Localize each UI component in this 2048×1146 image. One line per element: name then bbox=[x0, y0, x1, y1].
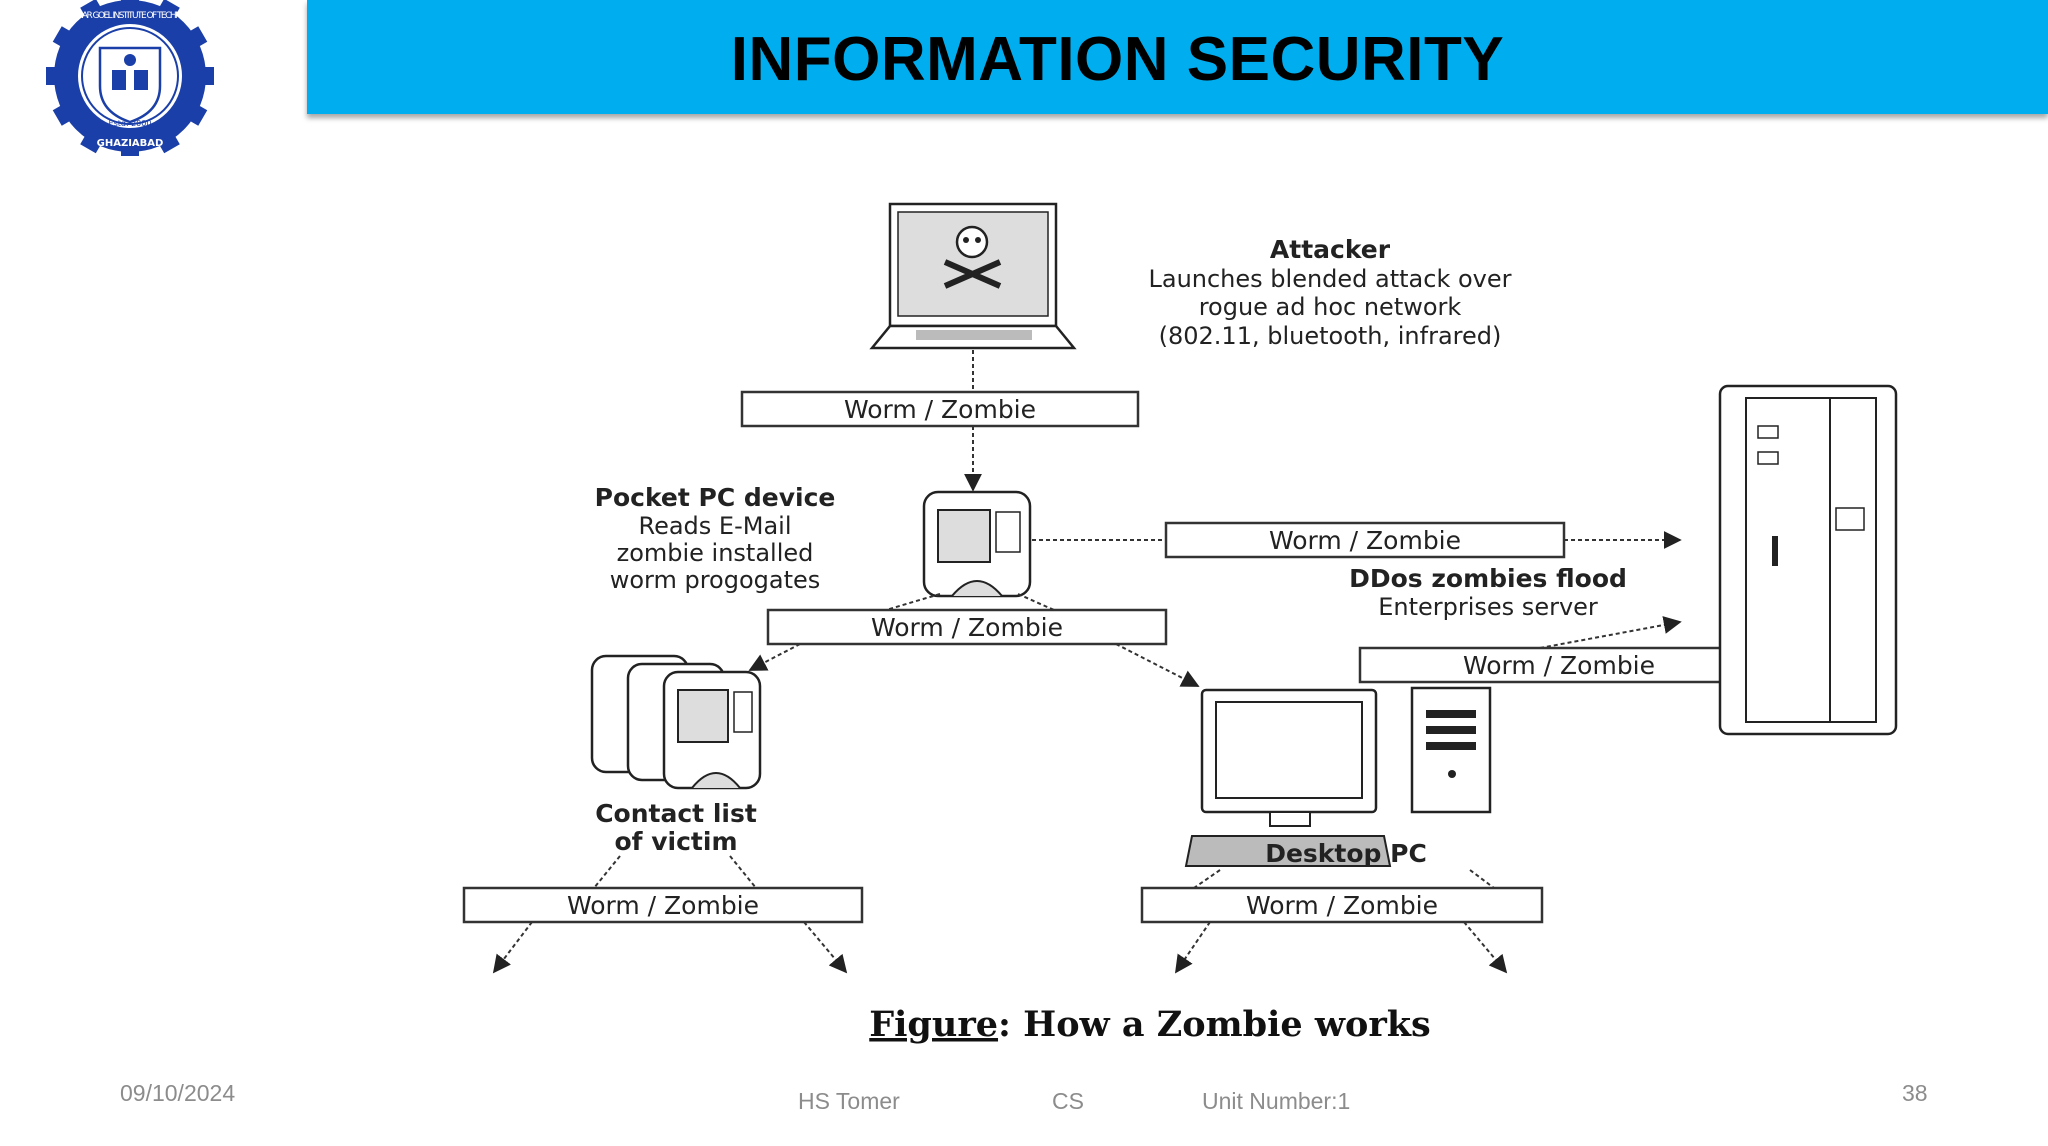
worm-zombie-label-3: Worm / Zombie bbox=[871, 613, 1063, 642]
figure-caption-prefix: Figure bbox=[869, 1004, 998, 1045]
footer-date: 09/10/2024 bbox=[120, 1080, 236, 1106]
attacker-desc-line-2: rogue ad hoc network bbox=[1199, 293, 1462, 321]
pocket-pc-line-4: worm progogates bbox=[610, 566, 821, 594]
enterprise-server-icon bbox=[1718, 384, 1898, 736]
footer-unit: Unit Number:1 bbox=[1202, 1088, 1351, 1114]
worm-zombie-box-1 bbox=[740, 390, 1140, 428]
worm-zombie-label-6: Worm / Zombie bbox=[1246, 891, 1438, 920]
worm-zombie-box-5 bbox=[462, 886, 864, 924]
institute-logo: RAJ KUMAR GOEL INSTITUTE OF TECHNOLOGY E… bbox=[46, 0, 214, 156]
footer-author: HS Tomer bbox=[798, 1088, 900, 1114]
pocket-pc-title: Pocket PC device bbox=[595, 483, 836, 512]
pocket-pc-icon bbox=[922, 490, 1032, 598]
title-banner: INFORMATION SECURITY bbox=[307, 0, 2048, 114]
pocket-pc-line-2: Reads E-Mail bbox=[638, 512, 791, 540]
attacker-desc-line-3: (802.11, bluetooth, infrared) bbox=[1159, 322, 1502, 350]
logo-city: GHAZIABAD bbox=[97, 138, 164, 149]
worm-zombie-label-4: Worm / Zombie bbox=[1463, 651, 1655, 680]
footer-subject: CS bbox=[1052, 1088, 1084, 1114]
logo-estd: Estd. 2000 bbox=[109, 119, 152, 128]
worm-zombie-box-2 bbox=[1164, 521, 1566, 559]
worm-zombie-box-4 bbox=[1358, 646, 1760, 684]
desktop-pc-icon bbox=[1184, 686, 1492, 867]
contact-list-devices-icon bbox=[590, 654, 762, 790]
contact-list-line-2: of victim bbox=[614, 827, 737, 856]
attacker-title: Attacker bbox=[1270, 235, 1391, 264]
page-title: INFORMATION SECURITY bbox=[730, 25, 1505, 94]
worm-zombie-box-6 bbox=[1140, 886, 1544, 924]
logo-text: RAJ KUMAR GOEL INSTITUTE OF TECHNOLOGY bbox=[55, 11, 205, 21]
footer-page-number: 38 bbox=[1902, 1080, 1928, 1106]
attacker-laptop-icon bbox=[869, 202, 1077, 350]
worm-zombie-label-1: Worm / Zombie bbox=[844, 395, 1036, 424]
ddos-line-2: Enterprises server bbox=[1378, 593, 1598, 621]
contact-list-title: Contact list bbox=[595, 799, 757, 828]
worm-zombie-label-5: Worm / Zombie bbox=[567, 891, 759, 920]
attacker-desc-line-1: Launches blended attack over bbox=[1148, 265, 1511, 293]
ddos-title: DDos zombies flood bbox=[1349, 564, 1627, 593]
figure-caption: Figure: How a Zombie works bbox=[869, 1004, 1431, 1045]
worm-zombie-label-2: Worm / Zombie bbox=[1269, 526, 1461, 555]
figure-caption-rest: : How a Zombie works bbox=[998, 1004, 1431, 1045]
pocket-pc-line-3: zombie installed bbox=[617, 539, 814, 567]
desktop-pc-label: Desktop PC bbox=[1265, 839, 1427, 868]
worm-zombie-box-3 bbox=[766, 608, 1168, 646]
logo-shield bbox=[98, 46, 162, 124]
zombie-diagram: Attacker Launches blended attack over ro… bbox=[462, 202, 1898, 1045]
